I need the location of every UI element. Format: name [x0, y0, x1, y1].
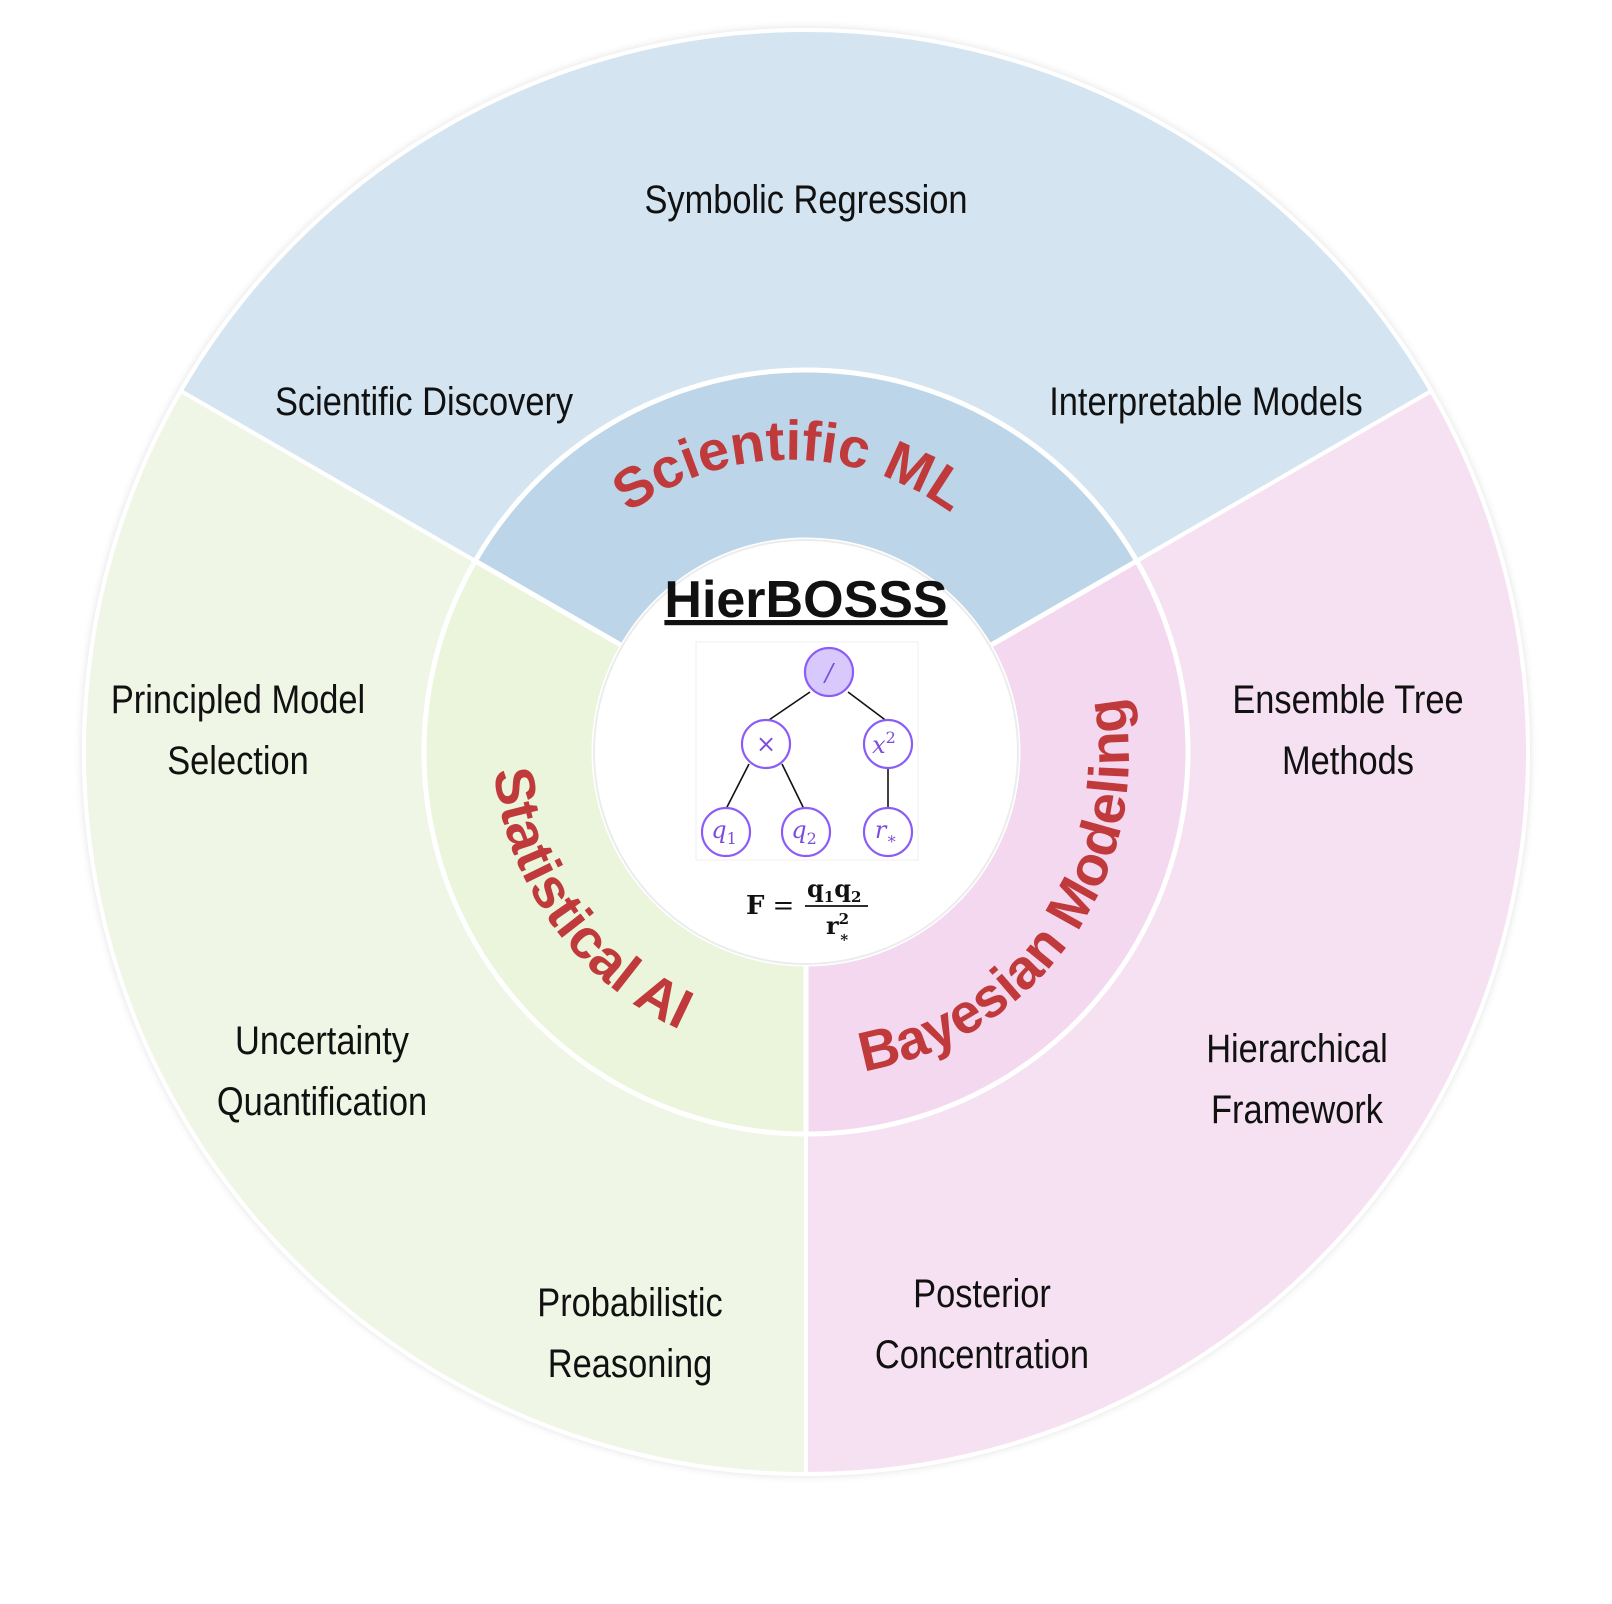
tree-node-q2 [780, 806, 832, 858]
outer-label-probabilistic-reasoning-line2: Reasoning [548, 1341, 712, 1386]
outer-label-interpretable-models: Interpretable Models [1049, 379, 1363, 424]
outer-label-hierarchical-framework-line1: Hierarchical [1206, 1026, 1388, 1071]
outer-label-ensemble-tree-methods-line2: Methods [1282, 738, 1414, 783]
tree-node-divide-label: / [823, 659, 836, 687]
tree-node-multiply [740, 718, 792, 770]
tree-node-divide [803, 646, 855, 698]
tree-edge [781, 763, 805, 810]
tree-node-square-label: x2 [872, 728, 896, 759]
tree-node-square [862, 718, 914, 770]
outer-label-uncertainty-quantification-line1: Uncertainty [235, 1018, 409, 1063]
formula-numerator: q1q2 [807, 874, 861, 906]
outer-label-probabilistic-reasoning-line1: Probabilistic [537, 1280, 722, 1325]
outer-label-uncertainty-quantification-line2: Quantification [217, 1079, 427, 1124]
tree-node-multiply-label: × [756, 730, 776, 758]
force-formula: F= q1q2 r2∗ [746, 874, 868, 946]
tree-node-r-star [862, 806, 914, 858]
formula-lhs: F= [746, 891, 794, 921]
tree-edge [725, 763, 750, 810]
inner-ring [421, 367, 1191, 1137]
tree-edge [847, 691, 889, 723]
outer-label-scientific-discovery: Scientific Discovery [275, 379, 573, 424]
outer-label-posterior-concentration-line2: Concentration [875, 1332, 1089, 1377]
tree-node-r-star-label: r∗ [875, 816, 897, 848]
tree-edge [765, 691, 811, 723]
formula-denominator: r2∗ [826, 910, 849, 946]
outer-label-symbolic-regression: Symbolic Regression [644, 177, 967, 222]
outer-ring [82, 28, 1530, 1477]
outer-label-ensemble-tree-methods-line1: Ensemble Tree [1232, 677, 1463, 722]
center-title: HierBOSSS [664, 571, 947, 629]
outer-label-principled-model-selection-line1: Principled Model [111, 677, 365, 722]
outer-label-posterior-concentration-line1: Posterior [913, 1271, 1051, 1316]
tree-node-q2-label: q2 [791, 816, 817, 848]
outer-label-hierarchical-framework-line2: Framework [1211, 1087, 1383, 1132]
tree-node-q1 [700, 806, 752, 858]
outer-label-principled-model-selection-line2: Selection [167, 738, 308, 783]
tree-node-q1-label: q1 [711, 816, 737, 848]
expression-tree: / × x2 q1 q2 r∗ [695, 641, 919, 861]
